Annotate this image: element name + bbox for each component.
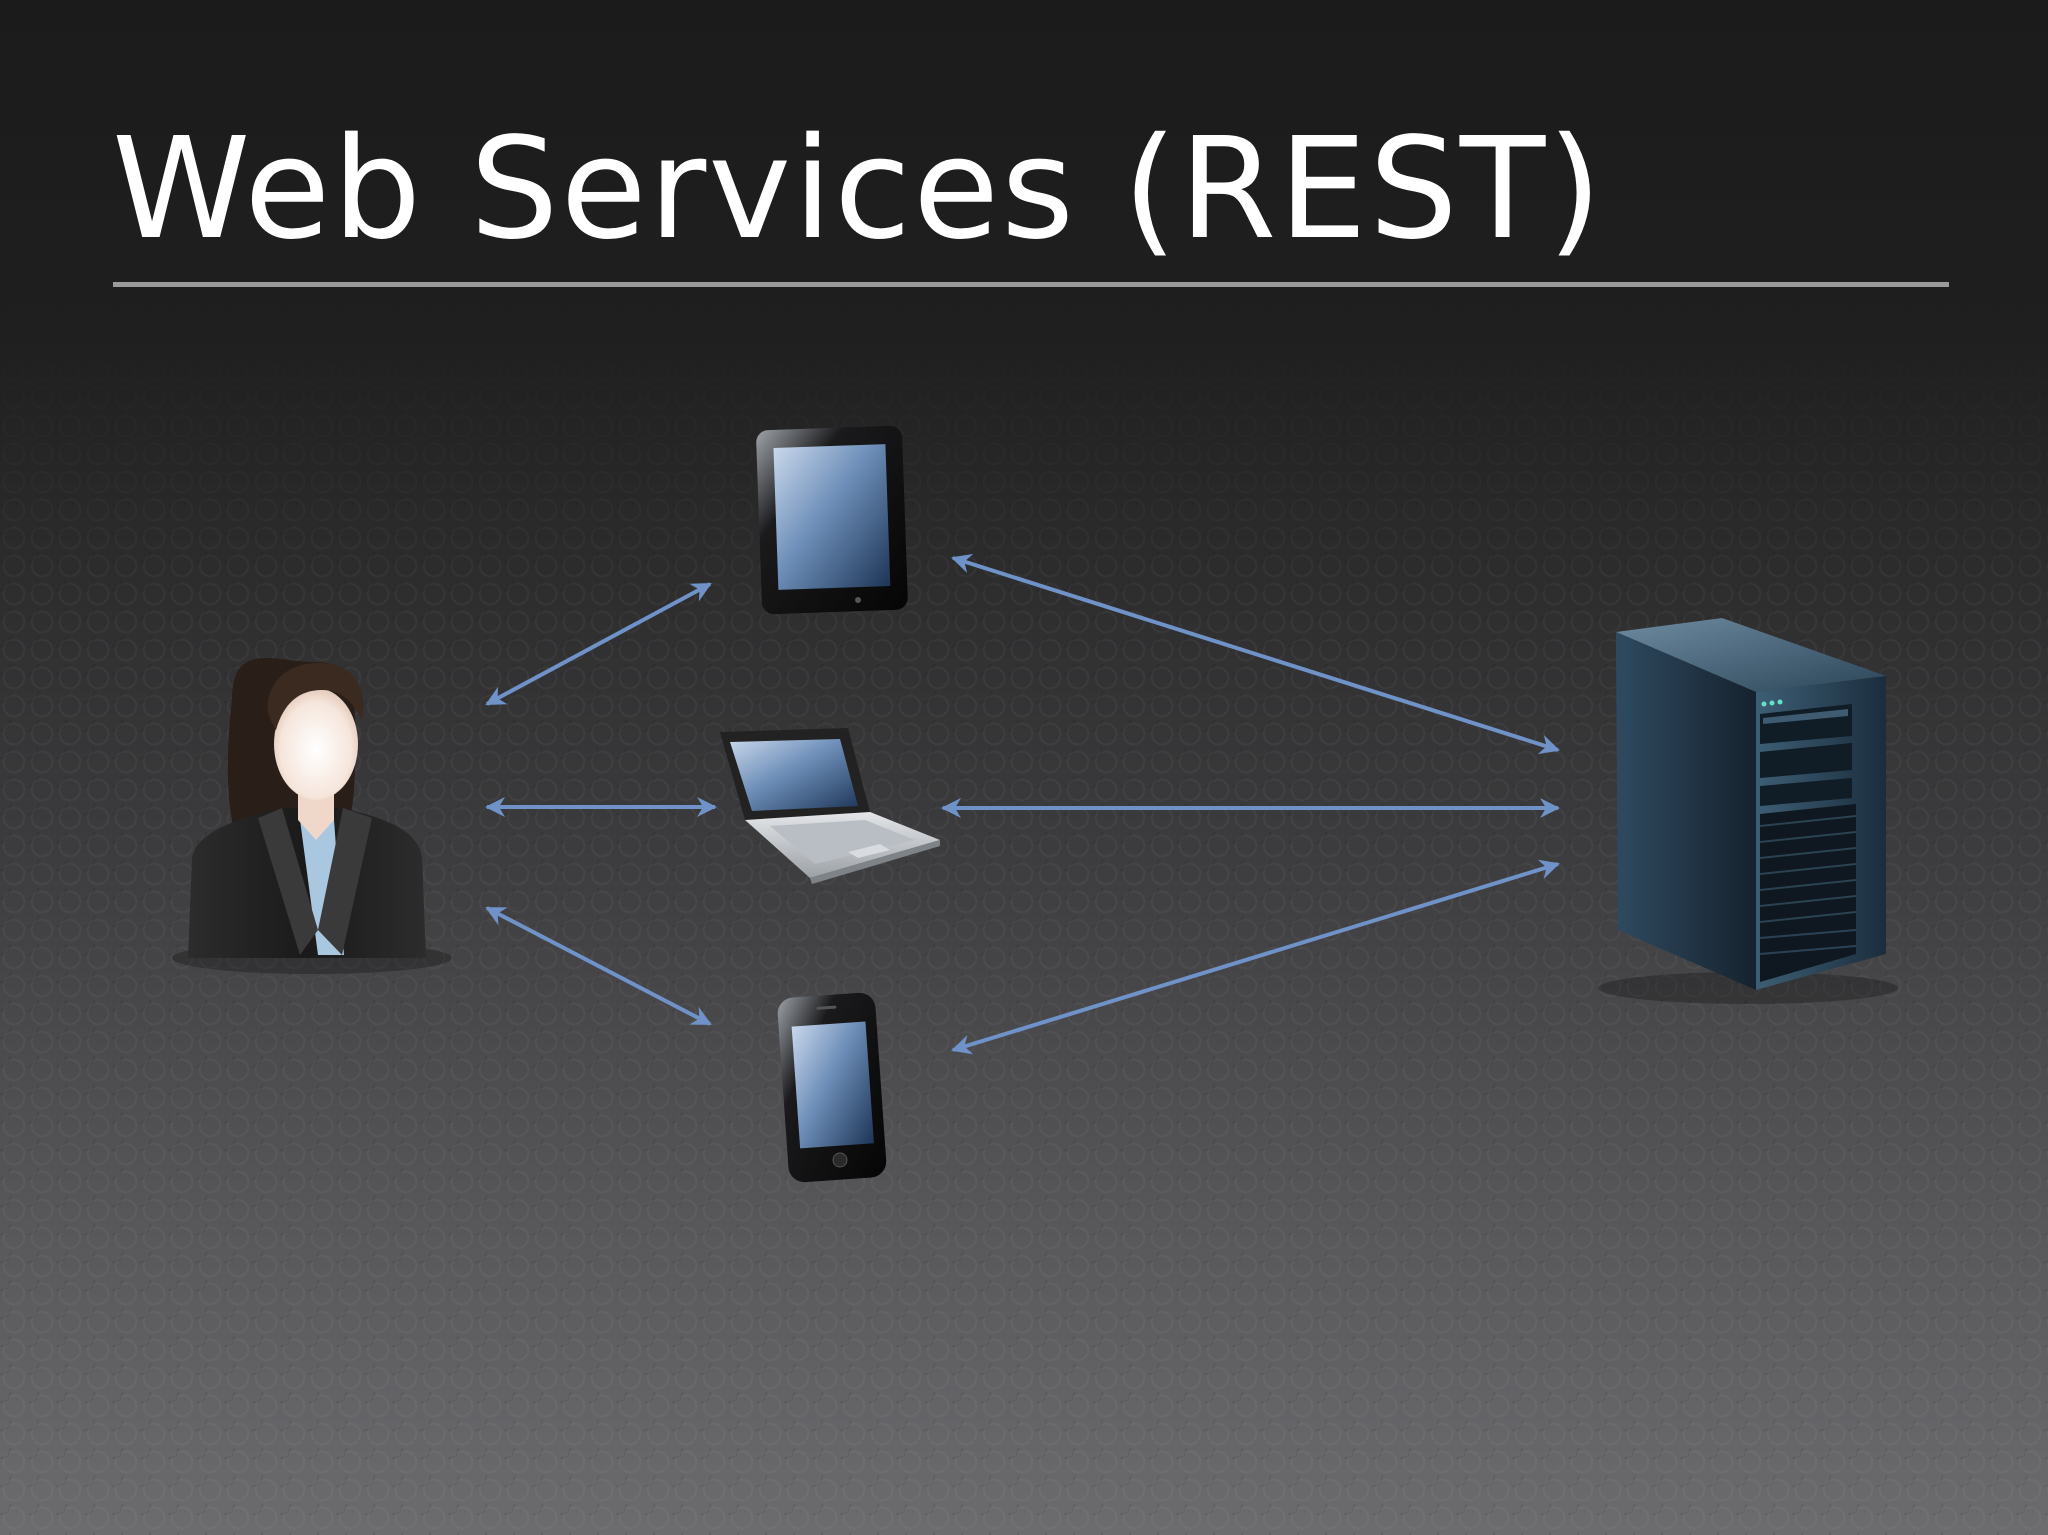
smartphone-icon — [777, 992, 887, 1183]
server-tower-icon — [1598, 618, 1898, 1004]
businesswoman-icon — [172, 658, 452, 974]
slide-title: Web Services (REST) — [112, 108, 1604, 271]
arrow-tablet-server — [951, 553, 1560, 755]
arrow-user-tablet — [485, 582, 712, 706]
arrow-user-smartphone — [485, 906, 712, 1026]
tablet-icon — [756, 425, 908, 615]
title-underline — [113, 282, 1949, 287]
connection-arrows — [485, 553, 1560, 1055]
arrow-smartphone-server — [951, 859, 1560, 1055]
laptop-icon — [720, 728, 940, 884]
